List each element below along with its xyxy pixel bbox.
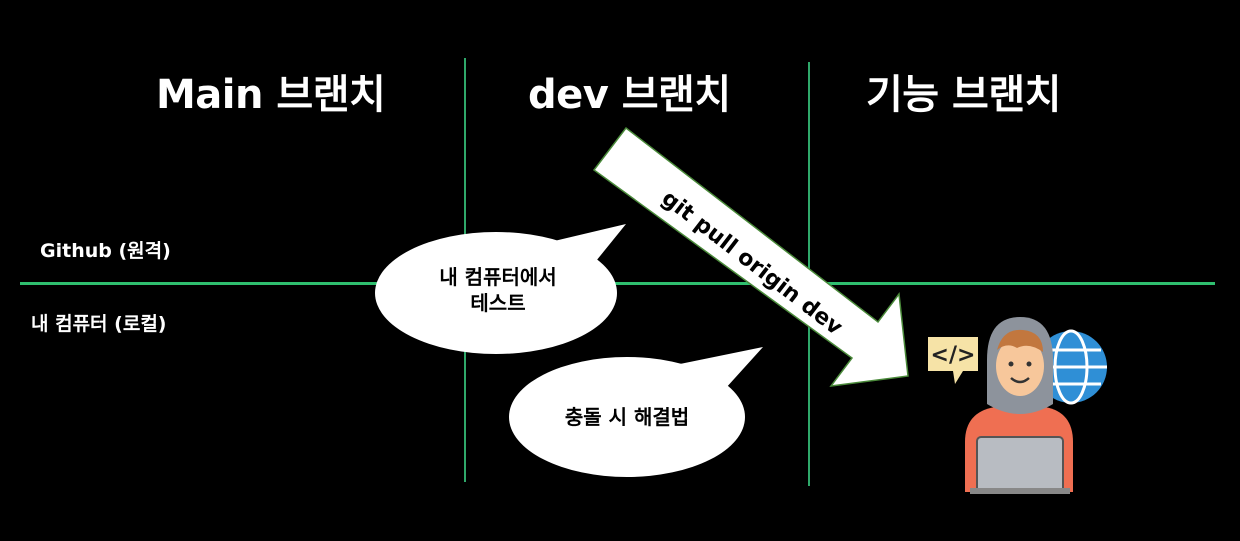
column-title-dev: dev 브랜치 bbox=[528, 72, 731, 118]
bubble-test-line1: 내 컴퓨터에서 bbox=[439, 265, 557, 289]
code-tag-icon: </> bbox=[928, 337, 978, 384]
bubble-conflict-text: 충돌 시 해결법 bbox=[564, 405, 690, 429]
row-label-local: 내 컴퓨터 (로컬) bbox=[31, 313, 167, 335]
bubble-test-text: 내 컴퓨터에서 테스트 bbox=[404, 264, 592, 316]
column-title-main: Main 브랜치 bbox=[156, 72, 386, 118]
row-label-remote: Github (원격) bbox=[40, 240, 171, 262]
laptop-icon bbox=[970, 436, 1070, 494]
developer-illustration: </> bbox=[928, 317, 1107, 494]
code-tag-text: </> bbox=[931, 343, 976, 368]
bubble-test-line2: 테스트 bbox=[470, 291, 526, 315]
speech-bubble-test bbox=[375, 224, 626, 354]
column-title-feature: 기능 브랜치 bbox=[866, 72, 1061, 118]
remote-local-divider bbox=[20, 282, 1215, 285]
speech-bubble-conflict bbox=[509, 347, 763, 477]
